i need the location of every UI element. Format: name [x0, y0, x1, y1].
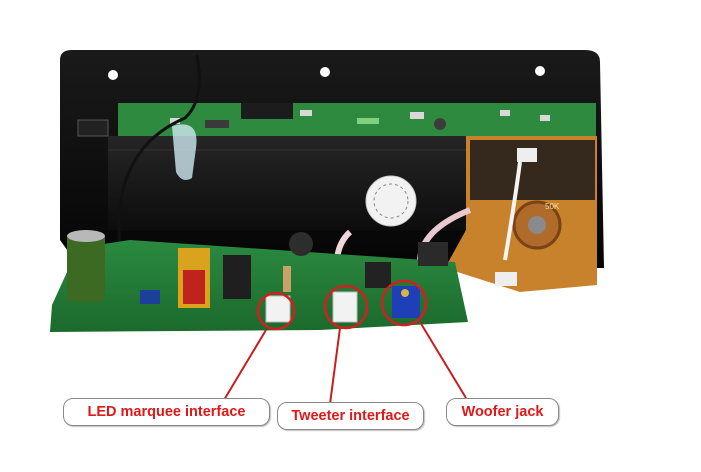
- mount-hole: [320, 67, 330, 77]
- tweeter-highlight-circle: [323, 284, 369, 330]
- smd-component: [500, 110, 510, 116]
- component: [365, 262, 391, 288]
- component: [289, 232, 313, 256]
- led-marquee-label: LED marquee interface: [63, 398, 270, 426]
- mount-hole: [535, 66, 545, 76]
- display-connector: [357, 118, 379, 124]
- tweeter-connector: [332, 291, 358, 323]
- smd-component: [205, 120, 229, 128]
- woofer-pointer-line: [419, 321, 467, 399]
- smd-component: [540, 115, 550, 121]
- woofer-label: Woofer jack: [446, 398, 559, 426]
- pot-value-print: 50K: [545, 202, 560, 211]
- resistor: [283, 266, 291, 292]
- component: [140, 290, 160, 304]
- white-connector: [495, 272, 517, 286]
- smd-component: [170, 118, 180, 124]
- ribbon-wire: [503, 161, 522, 261]
- inductor-core: [183, 270, 205, 304]
- main-amplifier-pcb: [50, 240, 468, 332]
- sticker-ring: [373, 183, 409, 219]
- mount-hole: [108, 70, 118, 80]
- potentiometer-shaft: [528, 216, 546, 234]
- woofer-jack-screw: [401, 289, 409, 297]
- woofer-highlight-circle: [380, 279, 428, 327]
- white-connector: [517, 148, 537, 162]
- led-pointer-line: [223, 329, 267, 401]
- capacitor: [67, 232, 105, 302]
- led-highlight-circle: [256, 291, 296, 331]
- capacitor-top: [67, 230, 105, 242]
- component: [418, 242, 448, 266]
- tweeter-pointer-line: [329, 327, 341, 405]
- light-pipe: [172, 124, 197, 180]
- smd-component: [410, 112, 424, 119]
- header-pins: [77, 119, 109, 137]
- smd-component: [434, 118, 446, 130]
- component: [223, 255, 251, 299]
- tweeter-label: Tweeter interface: [277, 402, 424, 430]
- led-marquee-connector: [265, 295, 291, 323]
- smd-component: [300, 110, 312, 116]
- ic-chip: [241, 103, 293, 119]
- warranty-sticker: [365, 175, 417, 227]
